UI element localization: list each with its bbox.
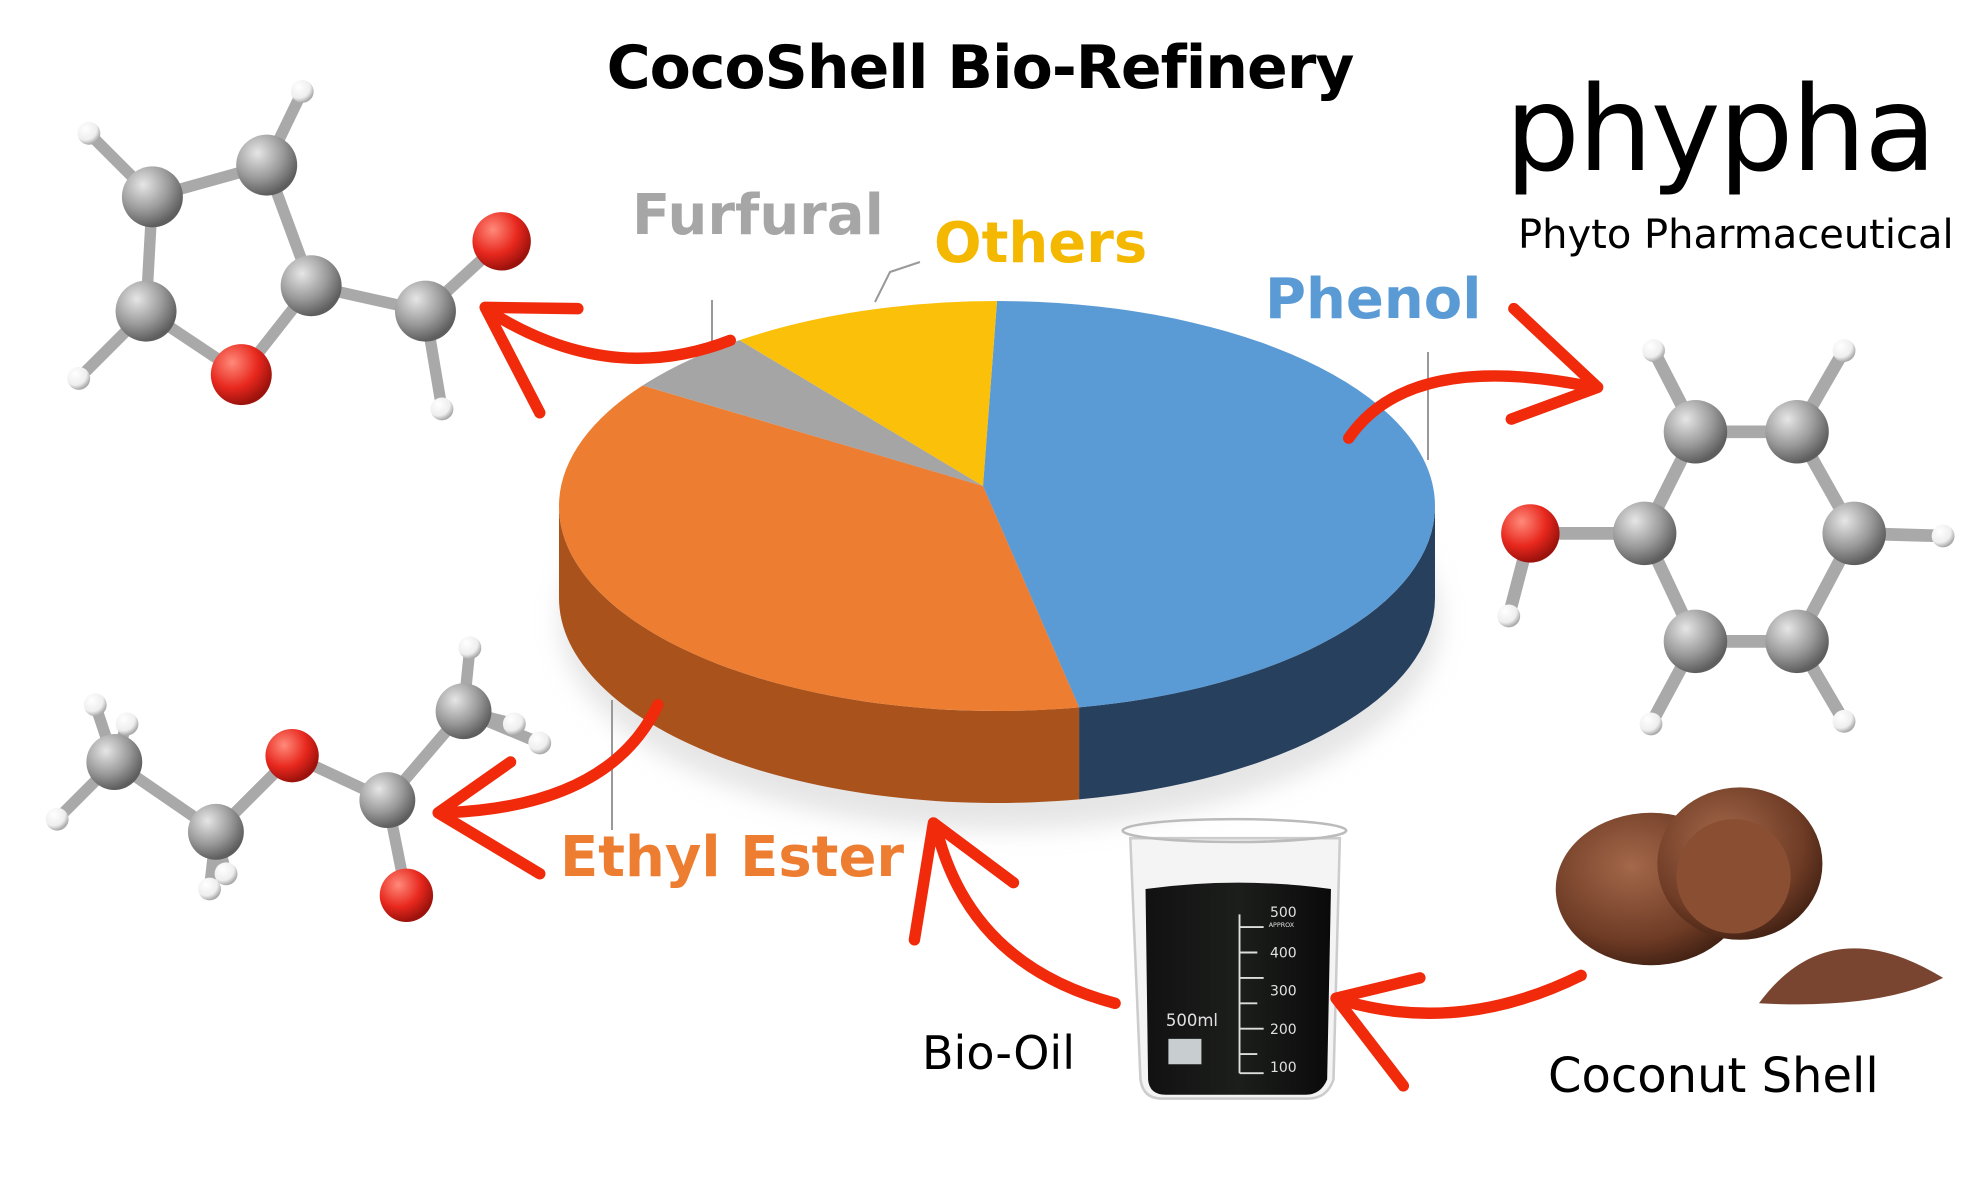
- beaker-grad-200: 200: [1270, 1022, 1297, 1038]
- beaker-grad-100: 100: [1270, 1060, 1297, 1076]
- beaker-grad-400: 400: [1270, 946, 1297, 962]
- pie-label-furfural: Furfural: [632, 183, 884, 248]
- phypha-logo: phypha: [1505, 60, 1937, 198]
- beaker-volume-label: 500ml: [1166, 1011, 1218, 1030]
- beaker-grad-300: 300: [1270, 984, 1297, 1000]
- pie-top: [559, 301, 1435, 711]
- phenol-molecule: [1497, 339, 1955, 736]
- pie-slice-others: [739, 301, 997, 486]
- bio-oil-beaker: 500 APPROX 400 300 200 100 500ml: [1121, 817, 1348, 1100]
- furfural-molecule: [67, 80, 531, 421]
- pie-side-phenol: [1079, 506, 1435, 800]
- pie-label-others: Others: [934, 211, 1148, 276]
- page-title: CocoShell Bio-Refinery: [606, 33, 1355, 103]
- coconut-shell-label: Coconut Shell: [1548, 1048, 1879, 1104]
- beaker-grad-500: 500: [1270, 905, 1297, 921]
- arrow-to-phenol: [1343, 302, 1604, 444]
- pie-slice-phenol: [983, 301, 1435, 708]
- beaker-approx: APPROX: [1269, 922, 1295, 929]
- bio-oil-label: Bio-Oil: [922, 1026, 1075, 1080]
- pie-side: [558, 506, 1435, 803]
- logo-subtitle: Phyto Pharmaceutical: [1518, 212, 1954, 258]
- coconut-shell-image: [1555, 787, 1944, 1005]
- pie-label-phenol: Phenol: [1265, 267, 1482, 332]
- arrow-shell-to-bio-oil: [1330, 969, 1587, 1092]
- pie-label-ethyl-ester: Ethyl Ester: [560, 825, 905, 890]
- arrow-to-ethyl-ester: [432, 699, 664, 880]
- pie-slice-ethyl-ester: [559, 385, 1080, 711]
- arrow-bio-oil-to-pie: [908, 817, 1121, 1010]
- ethyl-ester-molecule: [45, 636, 552, 923]
- pie-slice-furfural: [642, 340, 983, 486]
- pie-side-ethyl-ester: [558, 506, 1080, 803]
- arrow-to-furfural: [479, 301, 736, 419]
